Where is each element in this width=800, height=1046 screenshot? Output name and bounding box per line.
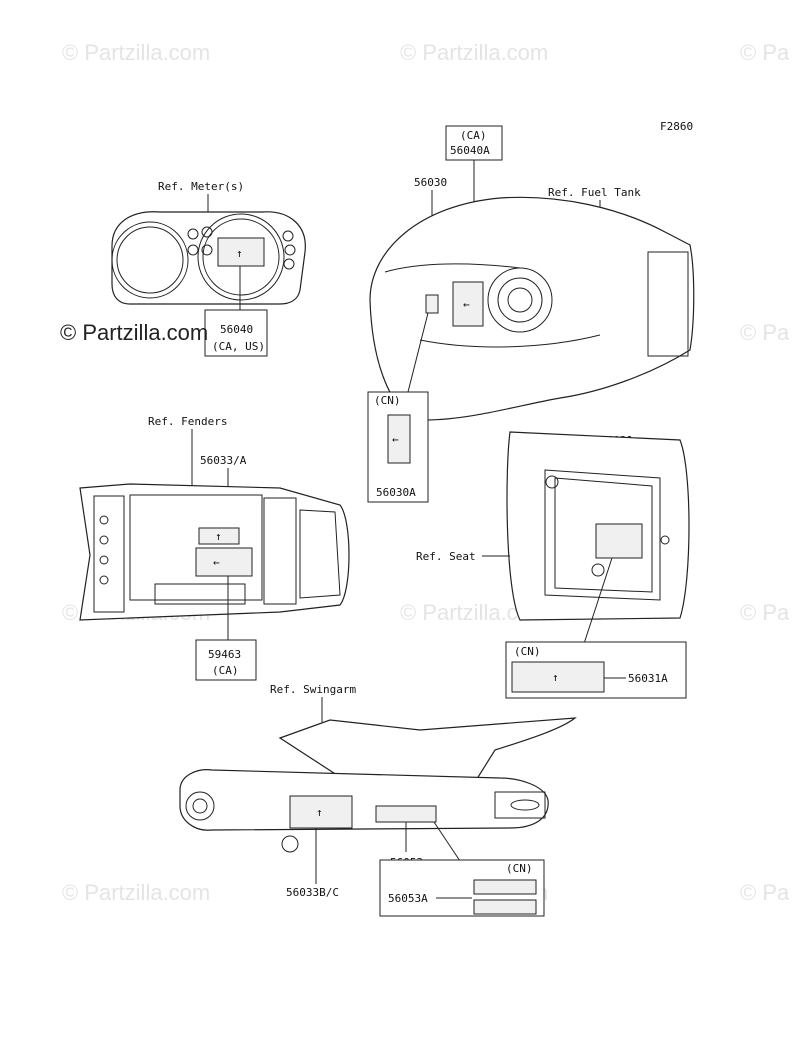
ref-swingarm-label: Ref. Swingarm [270,683,356,696]
swingarm-upper-brace [278,717,577,791]
decal-arrow-icon: ↑ [215,530,222,543]
indicator-light [187,228,199,240]
tachometer-ring [202,218,280,296]
part-note-56031A: (CN) [514,645,541,658]
watermark: © Pa [740,880,790,905]
seat-assembly: 56031 Ref. Seat (CN) ↑ 56031A [416,431,690,699]
label-56053-decal [375,805,437,823]
ref-fuel-tank-label: Ref. Fuel Tank [548,186,641,199]
mount-hole [99,555,109,565]
part-number-56040: 56040 [220,323,253,336]
indicator-light [201,226,213,238]
part-number-56033A: 56033/A [200,454,247,467]
seat-mount [545,475,559,489]
label-56030A-decal [387,414,411,464]
pivot-bushing [185,791,215,821]
swingarm-assembly: Ref. Swingarm ↑ 56033B/C 56053 (CN) 5605… [179,683,577,917]
label-56031A-decal [511,661,605,693]
decal-arrow-icon: ← [392,433,399,446]
watermark: © Partzilla.com [62,40,210,65]
pivot-bushing-inner [192,798,208,814]
decal-arrow-icon: ← [213,556,220,569]
part-number-56030A: 56030A [376,486,416,499]
decal-arrow-icon: ↑ [552,671,559,684]
decal-arrow-icon: ↑ [236,247,243,260]
diagram-code: F2860 [660,120,693,133]
part-number-56031A: 56031A [628,672,668,685]
part-note-56053A: (CN) [506,862,533,875]
leader-line [407,312,429,393]
decal-arrow-icon: ← [463,298,470,311]
label-56053A-decal [473,879,537,895]
part-number-56030: 56030 [414,176,447,189]
indicator-light [201,244,213,256]
watermark: © Pa [740,320,790,345]
mount-hole [99,575,109,585]
fender-tray [129,494,263,601]
callout-box-56040A [445,125,503,161]
tank-rear-mount [647,251,689,357]
indicator-light [282,230,294,242]
part-note-59463: (CA) [212,664,239,677]
axle-slot-inner [510,799,540,811]
part-note-56030A: (CN) [374,394,401,407]
swingarm-body [179,769,549,831]
fuel-cap-inner [497,277,543,323]
part-note-56040A: (CA) [460,129,487,142]
label-56031-decal [595,523,643,559]
label-56040A-decal [452,281,484,327]
fuel-cap-center [507,287,533,313]
chain-guide-mount [281,835,299,853]
mount-hole [99,515,109,525]
fuel-cap-ring [487,267,553,333]
fenders-assembly: Ref. Fenders 56033/A ↑ ← 59463 (CA) [79,415,350,681]
seat-pan [544,469,661,601]
label-56033A-decal [198,527,240,545]
label-59463-decal [195,547,253,577]
label-56030-decal [425,294,439,314]
seat-mount [660,535,670,545]
decal-arrow-icon: ↑ [316,806,323,819]
part-note-56040: (CA, US) [212,340,265,353]
callout-box-56040 [204,309,268,357]
indicator-light [284,244,296,256]
tail-section [299,509,341,599]
fender-plate [154,583,246,605]
speedometer-dial [111,221,189,299]
label-56053A-decal [473,899,537,915]
meter-assembly: Ref. Meter(s) ↑ 56040 (CA, US) © Partzil… [60,180,306,357]
callout-box-59463 [195,639,257,681]
fuel-tank-outline [369,196,695,421]
speedometer-ring [116,226,184,294]
part-number-59463: 59463 [208,648,241,661]
watermark: © Pa [740,40,790,65]
fender-frame-rail [263,497,297,605]
axle-slot [494,791,546,819]
part-number-56033BC: 56033B/C [286,886,339,899]
tank-contour [384,263,521,273]
label-56040-decal [217,237,265,267]
label-56033BC-decal [289,795,353,829]
tachometer-dial [197,213,285,301]
watermark: © Partzilla.com [400,40,548,65]
indicator-light [187,244,199,256]
part-number-56053A: 56053A [388,892,428,905]
part-number-56040A: 56040A [450,144,490,157]
watermark: © Pa [740,600,790,625]
tank-contour [419,334,601,348]
indicator-light [283,258,295,270]
fuel-tank-assembly: (CA) 56040A 56030 Ref. Fuel Tank ← (CN) … [367,125,695,503]
ref-meter-label: Ref. Meter(s) [158,180,244,193]
fender-frame-rail [93,495,125,613]
watermark-dark: © Partzilla.com [60,320,208,345]
seat-mount [591,563,605,577]
ref-fenders-label: Ref. Fenders [148,415,227,428]
watermark: © Partzilla.com [62,880,210,905]
seat-pan-inner [554,477,653,593]
ref-seat-label: Ref. Seat [416,550,476,563]
meter-housing [111,211,306,305]
mount-hole [99,535,109,545]
